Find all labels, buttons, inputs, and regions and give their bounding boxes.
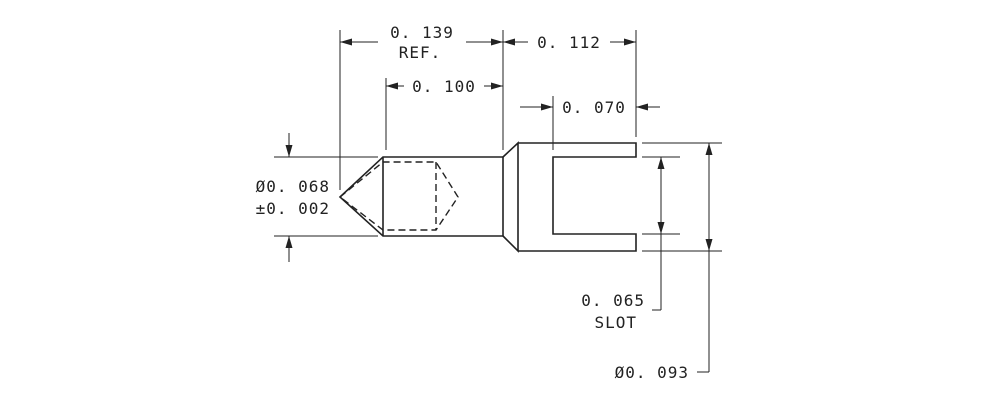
dim-068-tolerance: ±0. 002 — [256, 199, 330, 218]
taper — [502, 141, 519, 253]
hidden-lines — [338, 161, 459, 231]
dim-112-label: 0. 112 — [537, 33, 601, 52]
dim-100-label: 0. 100 — [412, 77, 476, 96]
fork — [518, 142, 637, 252]
pin-body — [338, 156, 504, 237]
dim-139-label: 0. 139 — [390, 23, 454, 42]
dim-093-label: Ø0. 093 — [615, 363, 689, 382]
dimension-lines — [285, 38, 713, 373]
dimension-labels: 0. 139 REF. 0. 112 0. 100 0. 070 Ø0. 068… — [256, 23, 689, 382]
hidden-cone — [338, 161, 459, 231]
extension-lines — [274, 30, 722, 252]
dim-068-label: Ø0. 068 — [256, 177, 330, 196]
dim-070-label: 0. 070 — [562, 98, 626, 117]
dim-065-slot-label: SLOT — [594, 313, 637, 332]
part-outline — [338, 141, 637, 253]
dim-139-ref-note: REF. — [399, 43, 442, 62]
dim-065-label: 0. 065 — [581, 291, 645, 310]
